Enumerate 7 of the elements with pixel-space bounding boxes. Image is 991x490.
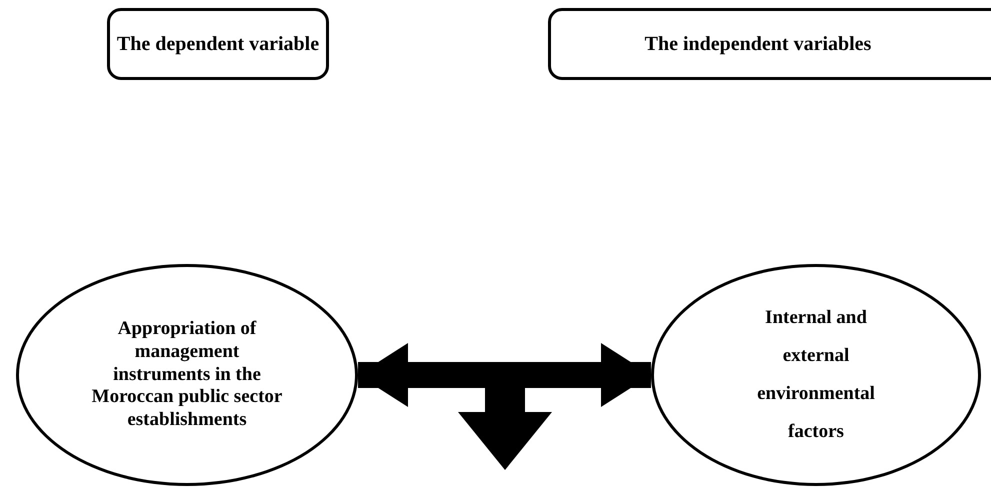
block-arrow	[358, 343, 651, 407]
header-box	[107, 8, 329, 80]
node-label: The dependent variable	[116, 32, 320, 56]
node-label: Internal and external environmental factors	[756, 306, 876, 444]
node-label: The independent variables	[644, 32, 872, 56]
node-label: Appropriation of management instruments in the Moroccan public sector establishments	[90, 318, 284, 432]
header-box	[548, 8, 991, 80]
